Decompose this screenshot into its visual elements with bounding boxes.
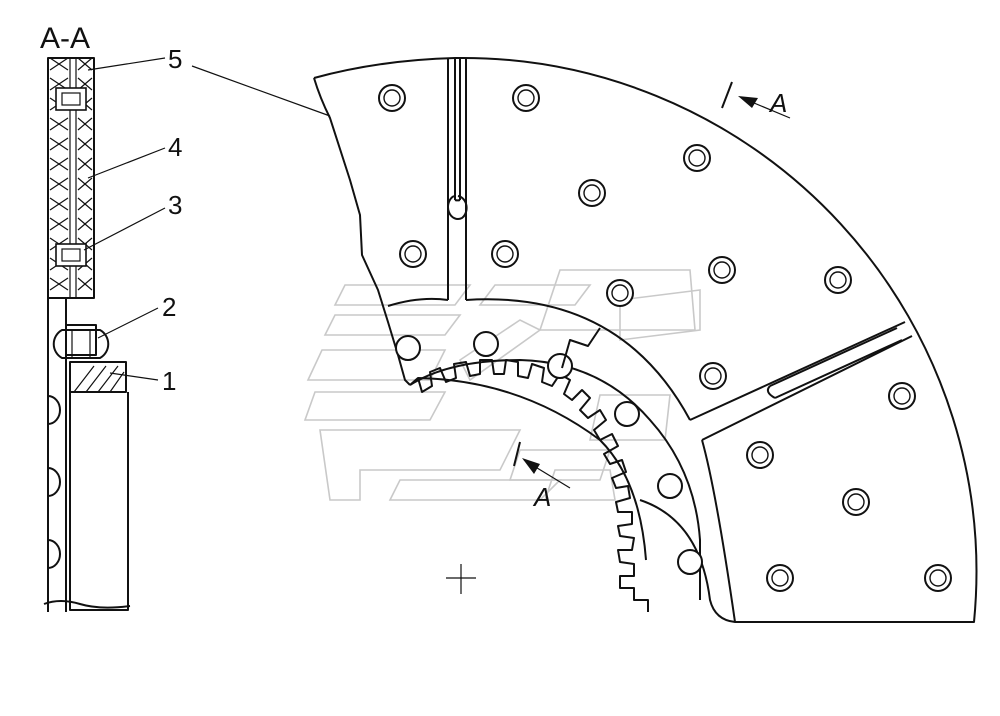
disc-plate-section (47, 298, 110, 612)
callout-1: 1 (162, 366, 176, 396)
section-mark-bottom: А (532, 482, 551, 512)
section-arrow-top: А (721, 81, 791, 119)
section-title: А-А (40, 22, 90, 55)
plate-holes (395, 331, 703, 575)
callout-5-leader (191, 65, 331, 117)
hub-section (43, 361, 131, 611)
section-view: А-А (40, 22, 182, 612)
front-view: А А (191, 56, 978, 623)
lining-rivet-holes (378, 84, 952, 592)
section-arrow-bottom: А (513, 441, 571, 512)
callout-4: 4 (168, 132, 182, 162)
watermark-logo (303, 269, 701, 501)
friction-lining-section (47, 57, 95, 299)
outer-arc (313, 56, 978, 623)
callout-5: 5 (168, 44, 182, 74)
callout-3: 3 (168, 190, 182, 220)
callout-2: 2 (162, 292, 176, 322)
callout-leaders (83, 57, 166, 381)
broken-edge (313, 77, 411, 386)
plate-inner-arc (409, 359, 701, 600)
section-cut-line (561, 327, 601, 369)
hub-spline-teeth (409, 359, 649, 612)
section-mark-top: А (768, 88, 787, 118)
